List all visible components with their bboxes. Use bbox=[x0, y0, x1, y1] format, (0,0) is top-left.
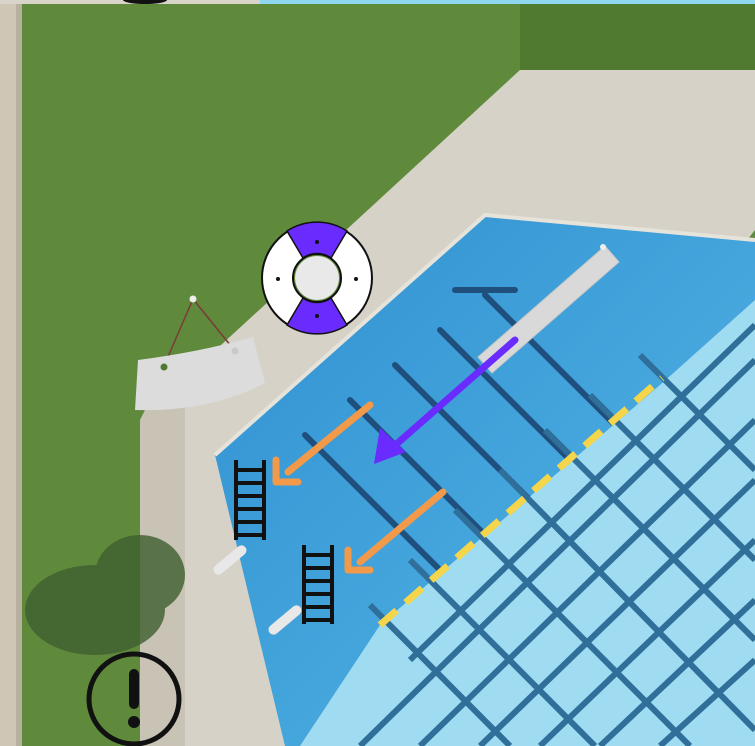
left-curb bbox=[16, 0, 22, 746]
board-bolt bbox=[600, 244, 606, 250]
left-sidewalk bbox=[0, 0, 16, 746]
life-ring-icon bbox=[262, 222, 372, 334]
top-water-edge bbox=[260, 0, 755, 4]
